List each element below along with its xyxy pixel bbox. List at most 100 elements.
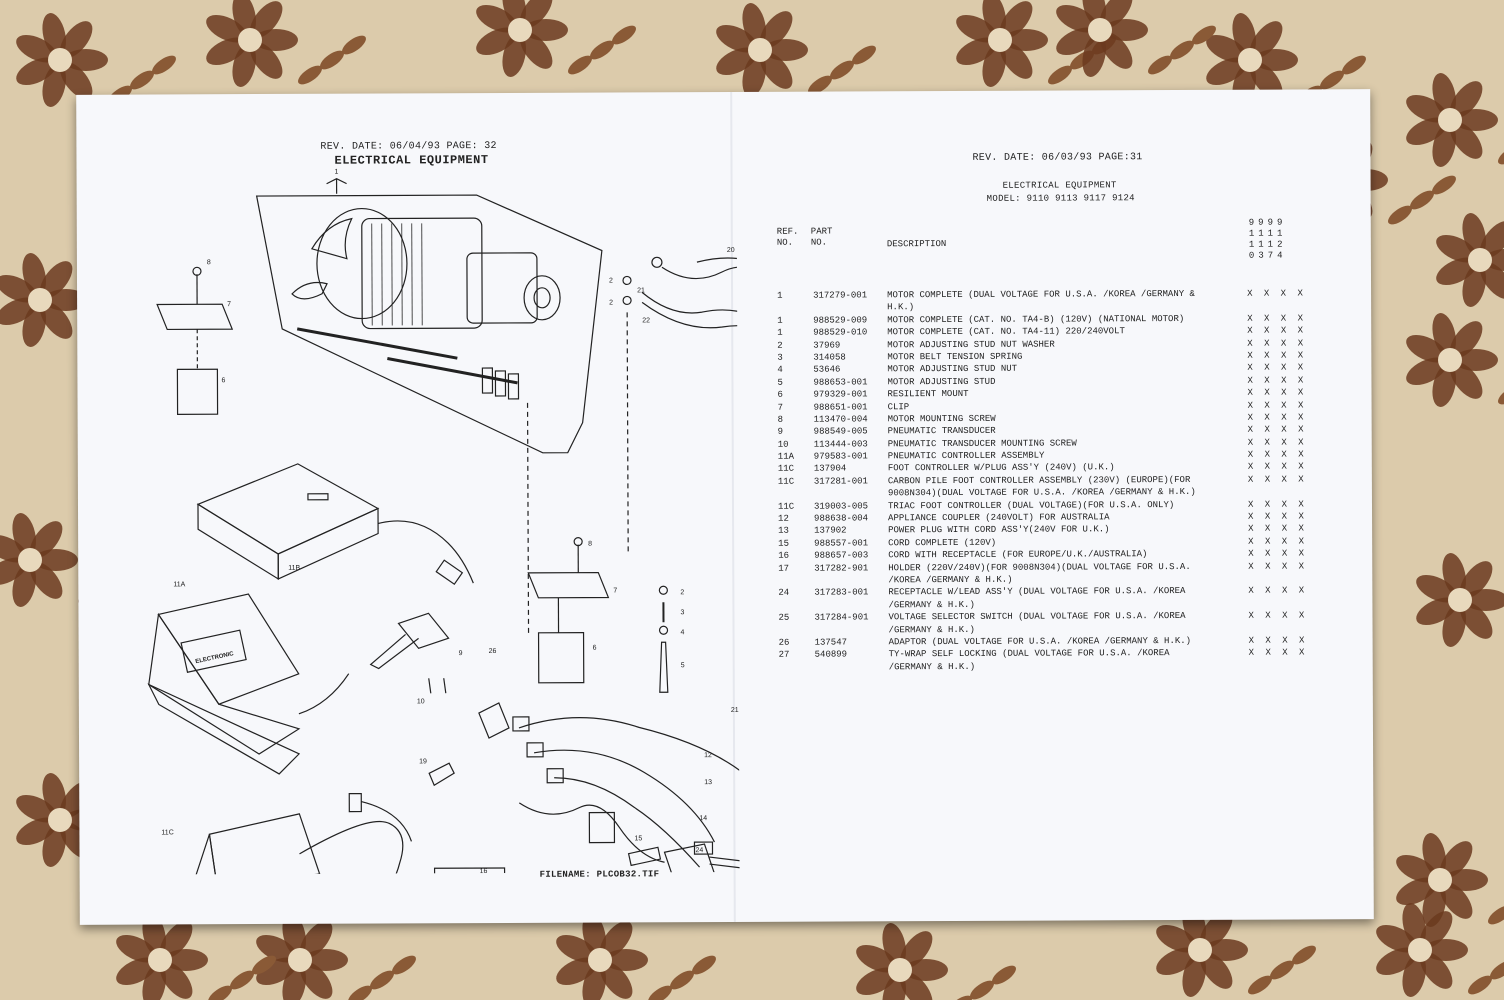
callout-4: 4 [681, 629, 685, 636]
part-ref-cell: 12 [778, 513, 789, 524]
model-availability-cell: X X X X [1248, 585, 1308, 597]
callout-1: 1 [335, 169, 339, 176]
part-description-cell: CORD WITH RECEPTACLE (FOR EUROPE/U.K./AU… [888, 549, 1148, 561]
part-description-cell: MOTOR ADJUSTING STUD NUT [887, 364, 1018, 375]
callout-2b: 2 [609, 299, 613, 306]
part-ref-cell: 1 [777, 327, 783, 338]
model-availability-cell: X X X X [1247, 437, 1307, 448]
part-ref-cell: 9 [777, 427, 784, 438]
part-ref-cell: 11C [777, 501, 795, 512]
flower-motif [1056, 0, 1216, 77]
part-description-cell: CLIP [887, 401, 910, 412]
part-ref-cell: 10 [777, 439, 789, 450]
part-description-continued: H.K.) [887, 302, 915, 313]
part-description-cell: PNEUMATIC TRANSDUCER MOUNTING SCREW [887, 438, 1077, 449]
callout-7: 7 [227, 301, 231, 308]
model-availability-cell: X X X X [1247, 461, 1307, 473]
part-description-continued: /KOREA /GERMANY & H.K.) [888, 574, 1013, 586]
model-availability-cell: X X X X [1248, 610, 1308, 621]
model-availability-cell: X X X X [1247, 449, 1307, 460]
flower-motif [476, 0, 636, 77]
part-ref-cell: 5 [777, 377, 783, 388]
callout-10: 10 [417, 698, 425, 705]
part-description-cell: POWER PLUG WITH CORD ASS'Y(240V FOR U.K.… [888, 524, 1110, 536]
callout-19: 19 [419, 758, 427, 765]
part-ref-cell: 2 [777, 340, 783, 351]
model-row-1: 9999 [1248, 217, 1287, 228]
part-ref-cell: 16 [778, 550, 790, 562]
model-availability-cell: X X X X [1248, 523, 1307, 535]
model-availability-cell: X X X X [1248, 536, 1307, 547]
callout-12: 12 [704, 752, 712, 759]
model-availability-cell: X X X X [1247, 387, 1307, 398]
callout-16: 16 [480, 868, 488, 875]
model-columns: 9999 1111 1112 0374 [1249, 218, 1287, 262]
model-availability-cell: X X X X [1248, 647, 1308, 659]
callout-11b: 11B [288, 565, 300, 572]
cord-12 [518, 717, 740, 788]
left-page-header: REV. DATE: 06/04/93 PAGE: 32 [320, 140, 497, 153]
part-ref-cell: 3 [777, 352, 783, 363]
part-ref-cell: 26 [778, 637, 790, 648]
flower-motif [1436, 213, 1504, 307]
part-ref-cell: 11C [777, 476, 795, 487]
flower-motif [1376, 903, 1504, 997]
exploded-parts-diagram: 1 2 2 2 3 4 5 6 6 7 7 8 8 9 10 11A 11B 1… [147, 169, 740, 875]
part-description-continued: /GERMANY & H.K.) [888, 624, 975, 635]
flower-motif [1396, 833, 1504, 927]
part-description-cell: MOTOR ADJUSTING STUD NUT WASHER [887, 339, 1055, 350]
part-ref-cell: 7 [777, 402, 783, 413]
model-availability-cell: X X X X [1247, 412, 1307, 423]
motor-drawing [291, 207, 561, 400]
right-page-header: REV. DATE: 06/03/93 PAGE:31 [972, 152, 1143, 164]
foot-pedal-11b [196, 463, 474, 586]
callout-7b: 7 [613, 587, 617, 594]
callout-11c: 11C [161, 829, 173, 836]
model-availability-cell: X X X X [1247, 350, 1307, 361]
model-availability-cell: X X X X [1248, 561, 1308, 572]
part-description-cell: VOLTAGE SELECTOR SWITCH (DUAL VOLTAGE FO… [888, 611, 1186, 623]
model-availability-cell: X X X X [1247, 375, 1307, 386]
callout-9: 9 [459, 650, 463, 657]
part-ref-cell: 13 [778, 526, 789, 537]
callout-20: 20 [727, 247, 735, 254]
model-availability-cell: X X X X [1247, 474, 1307, 485]
resilient-mount-center [537, 632, 585, 684]
callout-15: 15 [634, 835, 642, 842]
flower-motif [1406, 313, 1504, 407]
part-description-cell: MOTOR MOUNTING SCREW [887, 413, 996, 425]
callout-6b: 6 [593, 645, 597, 652]
model-availability-cell: X X X X [1247, 362, 1307, 374]
part-description-cell: PNEUMATIC TRANSDUCER [887, 426, 996, 437]
part-description-cell: APPLIANCE COUPLER (240VOLT) FOR AUSTRALI… [888, 512, 1110, 524]
part-ref-cell: 6 [777, 389, 783, 400]
model-availability-cell: X X X X [1247, 499, 1307, 510]
part-ref-cell: 24 [778, 588, 790, 599]
part-description-cell: MOTOR COMPLETE (CAT. NO. TA4-11) 220/240… [887, 326, 1125, 338]
callout-2c: 2 [680, 589, 684, 596]
callout-3: 3 [680, 609, 684, 616]
part-ref-cell: 4 [777, 365, 783, 376]
right-page-title: ELECTRICAL EQUIPMENT [1002, 180, 1117, 191]
callout-14: 14 [699, 815, 707, 822]
flower-motif [1416, 553, 1504, 647]
part-ref-cell: 1 [777, 315, 783, 326]
model-availability-cell: X X X X [1247, 399, 1307, 411]
flower-motif [0, 253, 156, 347]
flower-motif [716, 3, 876, 97]
callout-24: 24 [695, 847, 703, 854]
model-row-3: 1112 [1248, 239, 1287, 250]
model-availability-cell: X X X X [1247, 424, 1307, 436]
foot-pedal-11c [188, 792, 413, 875]
model-availability-cell: X X X X [1247, 313, 1307, 324]
callout-21: 21 [637, 287, 645, 294]
callout-21b: 21 [731, 707, 739, 714]
part-description-cell: MOTOR COMPLETE (DUAL VOLTAGE FOR U.S.A. … [887, 288, 1195, 301]
part-ref-cell: 17 [778, 563, 790, 574]
callout-8: 8 [207, 259, 211, 266]
part-description-continued: /GERMANY & H.K.) [888, 661, 976, 673]
